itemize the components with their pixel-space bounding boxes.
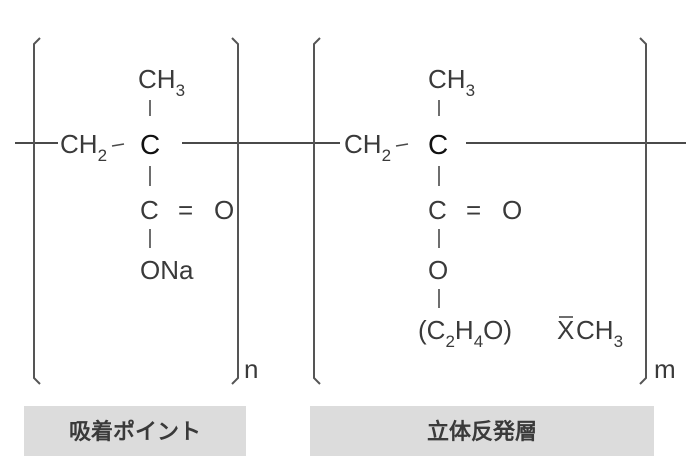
right-label-text: 立体反発層 — [427, 419, 537, 444]
right-unit-close-bracket — [639, 37, 647, 385]
right-double-bond: = — [466, 195, 481, 225]
right-ch2-text: CH2 — [344, 129, 391, 165]
left-unit-open-bracket — [33, 37, 41, 385]
left-label-text: 吸着ポイント — [69, 419, 201, 444]
left-ch3-text: CH3 — [138, 64, 185, 100]
left-double-bond: = — [178, 195, 193, 225]
right-chain-x: X — [557, 315, 574, 345]
left-carbonyl-carbon: C — [140, 195, 159, 225]
left-carbon-center: C — [140, 129, 160, 160]
right-carbonyl-oxygen: O — [502, 195, 522, 225]
left-bond-ch2-c — [111, 143, 125, 147]
right-label-bar — [310, 406, 654, 456]
right-ch3-text: CH3 — [428, 64, 475, 100]
left-unit-close-bracket — [231, 37, 239, 385]
right-repeat-m: m — [654, 354, 676, 384]
right-bond-ch2-c — [395, 143, 409, 147]
left-ch2-text: CH2 — [60, 129, 107, 165]
left-repeat-unit: CH3 CH2 C C = O ONa n — [33, 37, 258, 385]
right-carbonyl-carbon: C — [428, 195, 447, 225]
right-carbon-center: C — [428, 129, 448, 160]
left-carbonyl-oxygen: O — [214, 195, 234, 225]
right-chain-text: (C2H4O) — [418, 315, 512, 351]
right-ether-oxygen: O — [428, 255, 448, 285]
right-chain-ch3: CH3 — [576, 315, 623, 351]
left-ona-text: ONa — [140, 255, 194, 285]
right-unit-open-bracket — [313, 37, 321, 385]
left-label-bar — [24, 406, 246, 456]
left-repeat-n: n — [244, 354, 258, 384]
right-repeat-unit: CH3 CH2 C C = O O (C2H4O) X CH3 m — [313, 37, 676, 385]
